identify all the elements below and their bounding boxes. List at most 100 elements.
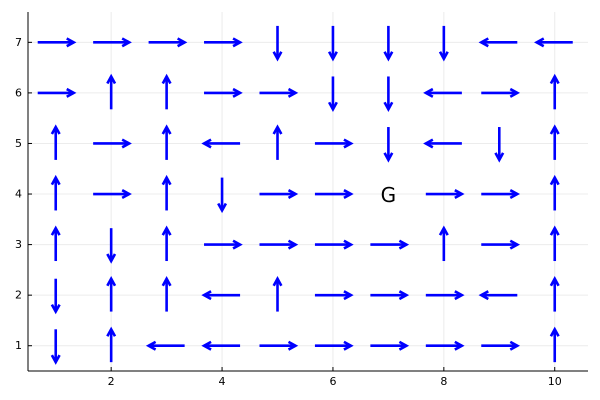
policy-arrow: [50, 329, 61, 365]
arrow-head: [549, 124, 560, 135]
policy-arrow: [481, 239, 521, 250]
y-tick-label: 4: [15, 188, 22, 201]
arrow-head: [121, 189, 132, 200]
policy-arrow: [50, 278, 61, 315]
arrow-head: [398, 290, 410, 301]
y-tick-label: 5: [15, 137, 22, 150]
policy-arrow: [549, 174, 560, 211]
x-tick-label: 6: [329, 375, 336, 388]
policy-arrow: [201, 290, 241, 301]
policy-arrow: [314, 138, 354, 149]
policy-arrow: [93, 37, 132, 48]
arrow-head: [106, 253, 117, 264]
arrow-head: [161, 276, 172, 287]
policy-arrow: [37, 87, 77, 98]
policy-arrow: [259, 340, 299, 351]
arrow-head: [383, 152, 394, 163]
policy-arrow: [438, 225, 449, 262]
policy-arrow: [314, 340, 354, 351]
arrow-head: [161, 174, 172, 186]
arrow-head: [66, 37, 77, 48]
policy-arrow: [217, 177, 228, 214]
arrow-head: [217, 202, 228, 214]
arrow-head: [106, 73, 117, 85]
policy-arrow: [50, 124, 61, 160]
arrow-head: [509, 189, 521, 200]
arrow-head: [454, 340, 465, 351]
policy-arrow: [438, 25, 449, 62]
arrow-head: [494, 152, 505, 163]
arrow-head: [50, 303, 61, 315]
arrow-head: [272, 276, 283, 287]
arrow-head: [232, 239, 243, 250]
arrow-head: [383, 51, 394, 62]
arrow-head: [509, 87, 521, 98]
policy-arrow: [204, 87, 243, 98]
arrow-head: [232, 87, 243, 98]
arrow-head: [201, 138, 212, 149]
policy-arrow: [481, 189, 521, 200]
arrow-head: [398, 239, 410, 250]
policy-arrow: [204, 239, 243, 250]
arrow-head: [343, 189, 354, 200]
arrow-head: [383, 101, 394, 113]
policy-arrow: [327, 76, 338, 113]
policy-arrow: [50, 225, 61, 262]
policy-arrow: [201, 340, 241, 351]
policy-arrow: [93, 189, 132, 200]
policy-arrow: [383, 127, 394, 163]
arrow-head: [454, 189, 465, 200]
arrow-head: [327, 101, 338, 113]
arrow-head: [272, 51, 283, 62]
policy-arrow: [383, 76, 394, 113]
policy-arrow: [481, 87, 521, 98]
y-tick-label: 1: [15, 339, 22, 352]
policy-arrow: [145, 340, 185, 351]
arrow-head: [438, 225, 449, 236]
arrow-head: [343, 239, 354, 250]
arrow-head: [549, 276, 560, 287]
policy-arrow: [106, 228, 117, 264]
goal-label: G: [381, 183, 397, 207]
arrow-head: [106, 276, 117, 287]
policy-arrow: [478, 37, 518, 48]
arrow-head: [534, 37, 545, 48]
policy-arrow: [314, 290, 354, 301]
policy-arrow: [549, 276, 560, 312]
arrow-head: [343, 340, 354, 351]
policy-arrow: [106, 276, 117, 312]
arrow-head: [478, 37, 489, 48]
policy-arrow: [327, 25, 338, 62]
arrow-head: [509, 340, 521, 351]
arrow-head: [121, 138, 132, 149]
arrow-head: [287, 87, 299, 98]
arrow-head: [423, 87, 434, 98]
policy-arrow: [161, 276, 172, 312]
policy-arrow: [549, 225, 560, 262]
arrow-head: [549, 225, 560, 236]
arrow-head: [478, 290, 489, 301]
policy-arrow: [272, 124, 283, 160]
arrow-head: [50, 354, 61, 365]
arrow-head: [549, 73, 560, 85]
policy-arrow: [549, 73, 560, 110]
arrow-head: [66, 87, 77, 98]
policy-arrow: [534, 37, 573, 48]
policy-arrow: [478, 290, 518, 301]
y-tick-label: 2: [15, 289, 22, 302]
policy-arrow: [93, 138, 132, 149]
arrow-head: [161, 225, 172, 236]
policy-arrow: [314, 189, 354, 200]
arrow-head: [343, 138, 354, 149]
policy-arrow: [106, 73, 117, 110]
policy-arrow: [50, 174, 61, 211]
arrow-head: [327, 51, 338, 62]
arrow-head: [50, 124, 61, 135]
arrow-head: [287, 239, 299, 250]
policy-arrow: [425, 340, 465, 351]
arrow-head: [287, 340, 299, 351]
arrow-head: [201, 290, 212, 301]
policy-arrow: [370, 290, 410, 301]
policy-arrow: [383, 25, 394, 62]
